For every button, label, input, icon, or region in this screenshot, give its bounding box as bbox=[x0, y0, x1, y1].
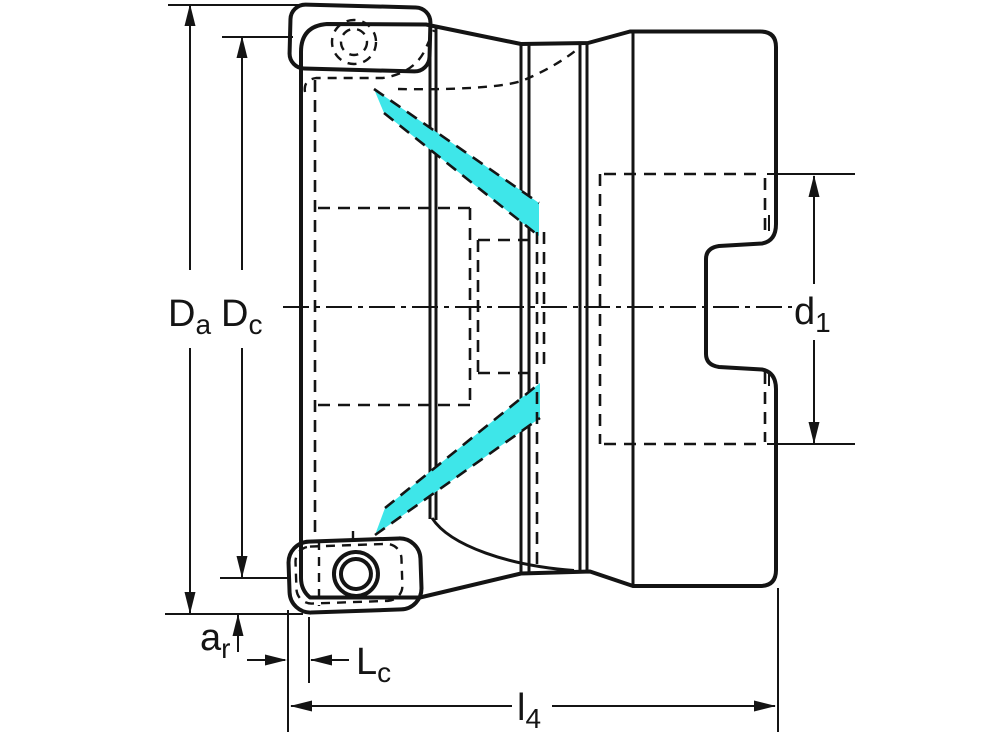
ar-label: ar bbox=[200, 617, 230, 664]
dimension-ar: ar bbox=[200, 614, 244, 664]
lc-arrow-left bbox=[310, 654, 332, 666]
top-pocket-contour bbox=[303, 29, 436, 93]
hidden-lines bbox=[303, 18, 767, 570]
chip-flutes bbox=[373, 87, 541, 537]
d1-extension-lines bbox=[767, 173, 855, 445]
bottom-insert-shape bbox=[286, 536, 424, 615]
dimension-l4: l4 bbox=[290, 588, 779, 734]
dimension-dc: Dc bbox=[220, 36, 293, 579]
taper-curve-hidden bbox=[397, 46, 581, 91]
taper-curve-bottom bbox=[430, 517, 575, 572]
top-insert-shape bbox=[287, 2, 433, 74]
chip-flute-upper bbox=[374, 89, 539, 236]
da-arrow-up bbox=[184, 4, 196, 26]
chip-flute-lower bbox=[375, 383, 540, 535]
dimension-da: Da bbox=[165, 4, 313, 615]
l4-label: l4 bbox=[517, 687, 541, 734]
dimension-lc: Lc bbox=[247, 610, 391, 732]
bottom-insert-hidden-ticks bbox=[317, 531, 355, 606]
bottom-pocket-contour bbox=[294, 542, 404, 605]
bottom-screw-hole bbox=[338, 556, 373, 591]
top-screw-hole-outer bbox=[330, 18, 378, 66]
dc-arrow-down bbox=[236, 556, 248, 578]
bore-inner-hidden bbox=[478, 238, 535, 375]
hub-bore-hidden bbox=[604, 172, 762, 446]
lc-arrow-right bbox=[265, 654, 287, 666]
top-insert bbox=[287, 2, 433, 74]
l4-arrow-right bbox=[754, 700, 776, 712]
da-arrow-down bbox=[184, 592, 196, 614]
dc-arrow-up bbox=[236, 36, 248, 58]
bottom-screw-hole-ring bbox=[331, 549, 380, 598]
flute-upper-hidden-edges bbox=[373, 87, 540, 238]
dc-label: Dc bbox=[221, 293, 262, 340]
dimension-d1: d1 bbox=[767, 173, 855, 445]
d1-arrow-down bbox=[808, 422, 820, 444]
top-screw-hole-inner bbox=[339, 27, 369, 57]
lc-label: Lc bbox=[356, 641, 391, 688]
l4-arrow-left bbox=[290, 700, 312, 712]
da-extension-lines bbox=[165, 4, 313, 615]
da-label: Da bbox=[168, 293, 211, 340]
cutter-body bbox=[299, 22, 778, 600]
ar-arrow-up bbox=[232, 614, 244, 636]
dc-extension-lines bbox=[220, 36, 293, 579]
d1-arrow-up bbox=[808, 175, 820, 197]
flute-lower-hidden-edges bbox=[374, 381, 541, 537]
bore-outer-hidden bbox=[318, 206, 470, 407]
d1-label: d1 bbox=[794, 291, 831, 338]
lc-extension-lines bbox=[287, 610, 310, 732]
bottom-insert bbox=[286, 531, 424, 615]
